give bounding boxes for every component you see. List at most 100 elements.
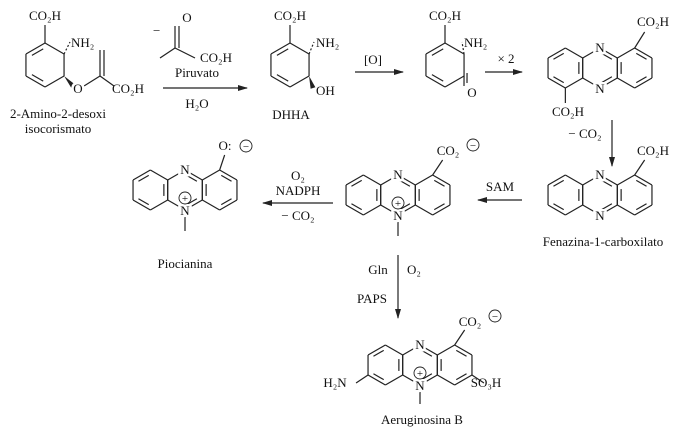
- bond: [553, 52, 565, 60]
- bond: [184, 199, 203, 211]
- co2-loss-label: − CO₂: [281, 208, 314, 223]
- aer-plus: +: [417, 368, 423, 380]
- bond: [167, 199, 186, 211]
- bond: [432, 204, 451, 216]
- mpca-n-top: N: [393, 167, 403, 182]
- o2-label: O₂: [291, 168, 305, 183]
- bond: [599, 204, 618, 216]
- bond: [402, 374, 421, 386]
- bond: [547, 204, 566, 216]
- negative-charge-icon: [239, 139, 253, 153]
- bond: [617, 77, 635, 89]
- bond-layer: [25, 25, 653, 404]
- bond: [635, 203, 647, 211]
- bond: [289, 42, 310, 55]
- bond: [138, 198, 150, 206]
- bond: [63, 41, 71, 55]
- bond: [44, 75, 65, 88]
- bond: [419, 344, 438, 356]
- bond: [25, 75, 46, 88]
- positive-charge-icon: [178, 191, 192, 205]
- bond: [355, 374, 369, 384]
- isochorismate-nh2: NH₂: [71, 35, 94, 50]
- bond: [345, 174, 364, 186]
- bond: [431, 74, 444, 82]
- decarboxylation-label: − CO₂: [568, 126, 601, 141]
- pyruvate-o: O: [182, 10, 191, 25]
- bond: [186, 198, 198, 206]
- bond: [150, 169, 168, 181]
- pyruvate-label: Piruvato: [175, 65, 219, 80]
- bond: [351, 179, 363, 187]
- aer-so3h: SO₃H: [471, 375, 502, 390]
- pca-co2h: CO₂H: [637, 143, 669, 158]
- bond: [421, 349, 433, 357]
- isochorismate-co2h: CO₂H: [29, 8, 61, 23]
- bond: [432, 159, 444, 176]
- bond: [617, 204, 635, 216]
- pdc-n-top: N: [595, 40, 605, 55]
- oxidation-label: [O]: [364, 52, 382, 67]
- isochorismate-name-2: isocorismato: [25, 121, 91, 136]
- mpca-plus: +: [395, 198, 401, 210]
- bond: [150, 199, 168, 211]
- bond: [415, 174, 433, 186]
- bond: [582, 77, 601, 89]
- bond: [634, 159, 646, 176]
- bond: [432, 174, 451, 186]
- pca-n-top: N: [595, 167, 605, 182]
- bond: [433, 203, 445, 211]
- bond: [565, 204, 583, 216]
- pyo-o: O:: [219, 138, 232, 153]
- bond: [471, 374, 485, 384]
- aer-co2: CO₂: [459, 314, 482, 329]
- bond: [582, 174, 601, 186]
- bond: [601, 76, 613, 84]
- isochorismate-name-1: 2-Amino-2-desoxi: [10, 106, 106, 121]
- bond: [373, 349, 385, 357]
- mpca-n-bottom: N: [393, 208, 403, 223]
- bond: [276, 74, 289, 82]
- bond: [380, 174, 399, 186]
- bond: [31, 74, 44, 82]
- bond: [399, 179, 411, 187]
- sam-label: SAM: [486, 179, 515, 194]
- bond: [385, 344, 403, 356]
- aer-minus: −: [492, 311, 498, 323]
- ketone-nh2: NH₂: [464, 35, 487, 50]
- pyo-n-bottom: N: [180, 203, 190, 218]
- gln-label: Gln: [368, 262, 388, 277]
- pyocyanin-name: Piocianina: [158, 256, 213, 271]
- bond: [431, 48, 444, 56]
- bond: [634, 174, 653, 186]
- bond: [159, 47, 176, 59]
- bond: [444, 75, 465, 88]
- water-label: H₂O: [185, 96, 208, 111]
- nadph-label: NADPH: [276, 183, 321, 198]
- bond: [220, 174, 232, 182]
- bond: [289, 75, 310, 88]
- bond: [367, 344, 386, 356]
- bond: [601, 179, 613, 187]
- bond: [455, 373, 467, 381]
- bond: [220, 198, 232, 206]
- mpca-minus: −: [470, 140, 476, 152]
- positive-charge-icon: [391, 196, 405, 210]
- bond: [601, 52, 613, 60]
- ketone-co2h: CO₂H: [429, 8, 461, 23]
- dhha-co2h: CO₂H: [274, 8, 306, 23]
- bond: [599, 47, 618, 59]
- dhha-oh: OH: [316, 83, 335, 98]
- bond: [351, 203, 363, 211]
- bond: [425, 42, 446, 55]
- bond: [373, 373, 385, 381]
- bond: [421, 373, 433, 381]
- bond: [547, 47, 566, 59]
- wedge-bond: [309, 76, 316, 89]
- pyruvate-minus: −: [153, 23, 160, 38]
- bond: [138, 174, 150, 182]
- bond: [582, 204, 601, 216]
- bond: [399, 203, 411, 211]
- bond: [635, 179, 647, 187]
